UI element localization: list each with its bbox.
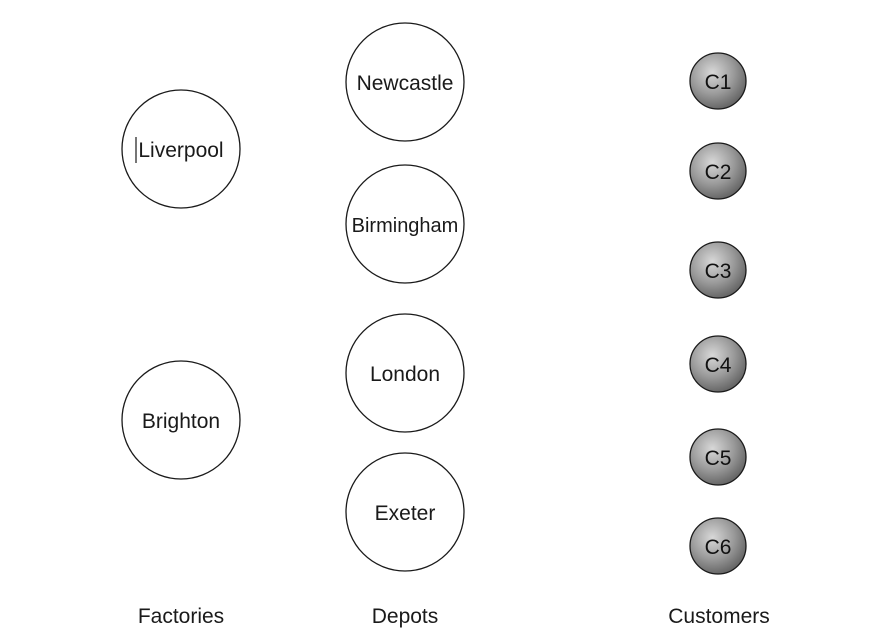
depot-circle: [345, 22, 465, 142]
customer-label: C3: [705, 260, 732, 283]
factory-circle: [121, 89, 241, 209]
customer-node-c1: C1: [689, 52, 747, 110]
depot-node-exeter: Exeter: [345, 452, 465, 572]
customer-circle: [689, 241, 747, 299]
depot-circle: [345, 164, 465, 284]
factories-column-label: Factories: [138, 605, 224, 628]
customer-circle: [689, 517, 747, 575]
customer-label: C4: [705, 354, 732, 377]
factory-node-liverpool: Liverpool: [121, 89, 241, 209]
customer-circle: [689, 52, 747, 110]
depot-label: Newcastle: [357, 72, 454, 95]
depots-column-label: Depots: [372, 605, 439, 628]
depots-group: Newcastle Birmingham London Exeter: [345, 22, 465, 572]
depot-circle: [345, 313, 465, 433]
customer-node-c2: C2: [689, 142, 747, 200]
depot-label: Birmingham: [352, 215, 459, 237]
customers-column-label: Customers: [668, 605, 770, 628]
customer-node-c4: C4: [689, 335, 747, 393]
depot-node-newcastle: Newcastle: [345, 22, 465, 142]
customer-label: C6: [705, 536, 732, 559]
factory-node-brighton: Brighton: [121, 360, 241, 480]
customer-circle: [689, 335, 747, 393]
customer-node-c5: C5: [689, 428, 747, 486]
customers-group: C1 C2 C3 C4 C5 C6: [689, 52, 747, 575]
depot-label: London: [370, 363, 440, 386]
column-labels: Factories Depots Customers: [138, 605, 770, 628]
factory-label: Liverpool: [138, 139, 223, 162]
depot-label: Exeter: [375, 502, 436, 525]
customer-node-c6: C6: [689, 517, 747, 575]
factory-circle: [121, 360, 241, 480]
customer-circle: [689, 428, 747, 486]
customer-circle: [689, 142, 747, 200]
factories-group: Liverpool Brighton: [121, 89, 241, 480]
depot-node-birmingham: Birmingham: [345, 164, 465, 284]
customer-label: C5: [705, 447, 732, 470]
customer-label: C1: [705, 71, 732, 94]
customer-label: C2: [705, 161, 732, 184]
factory-label: Brighton: [142, 410, 220, 433]
depot-circle: [345, 452, 465, 572]
depot-node-london: London: [345, 313, 465, 433]
customer-node-c3: C3: [689, 241, 747, 299]
